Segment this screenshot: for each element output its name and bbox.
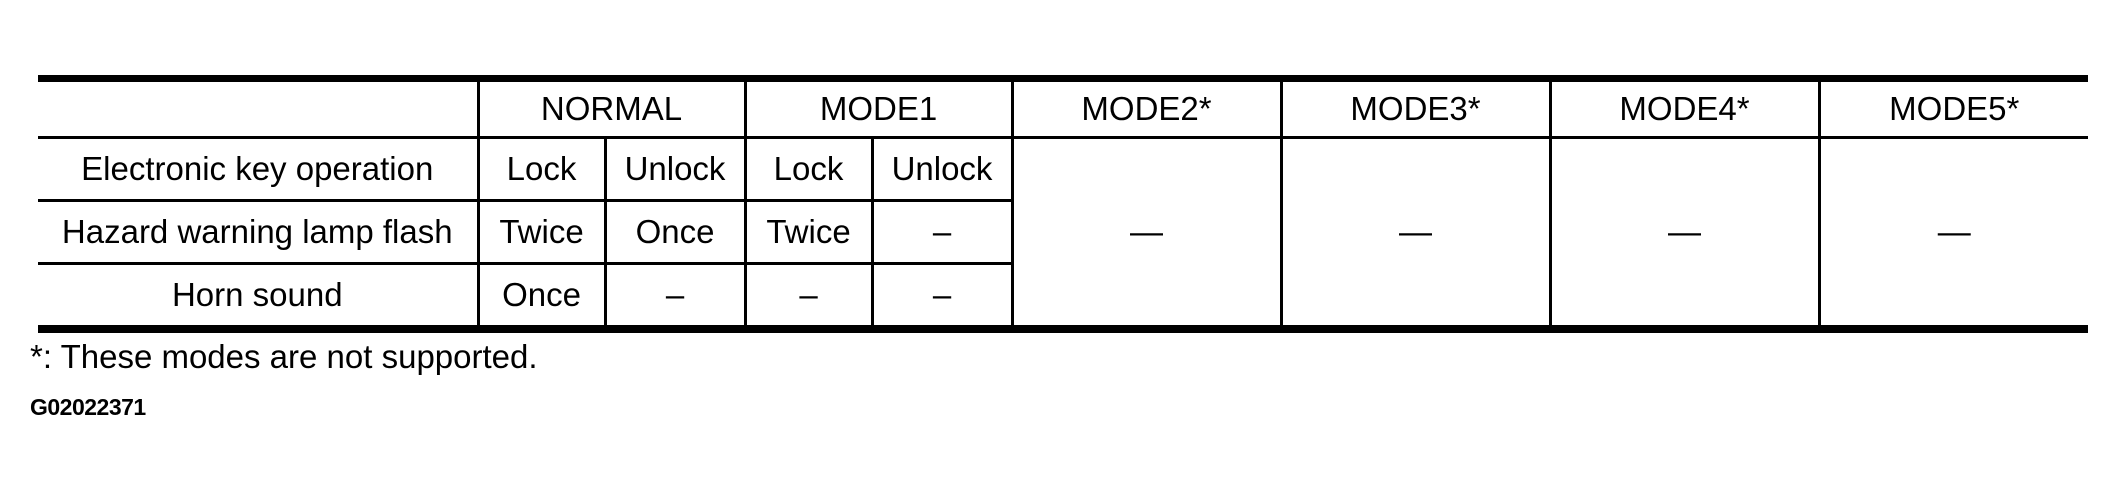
header-cell-mode5: MODE5* (1817, 77, 2089, 139)
table-header-row: NORMAL MODE1 MODE2* MODE3* MODE4* MODE5* (38, 77, 2089, 139)
corner-cell (38, 77, 480, 139)
value-cell-mode1-unlock: Unlock (870, 136, 1014, 202)
key-operation-mode-table: NORMAL MODE1 MODE2* MODE3* MODE4* MODE5*… (38, 75, 2089, 333)
header-cell-normal: NORMAL (476, 77, 747, 139)
merged-dash-cell-mode2: — (1010, 136, 1283, 331)
value-cell-mode1-lock: Twice (743, 199, 874, 265)
header-cell-mode4: MODE4* (1548, 77, 1821, 139)
merged-dash-cell-mode5: — (1817, 136, 2089, 331)
value-cell-normal-lock: Twice (476, 199, 607, 265)
figure-id-text: G02022371 (30, 394, 146, 420)
table-row-horn-sound: Horn sound Once – – – (38, 262, 2088, 331)
row-label-electronic-key-operation: Electronic key operation (38, 136, 480, 202)
header-cell-mode3: MODE3* (1279, 77, 1552, 139)
table-row-electronic-key-operation: Electronic key operation Lock Unlock Loc… (38, 136, 2089, 331)
value-cell-normal-unlock: Unlock (603, 136, 747, 202)
value-cell-mode1-unlock: – (870, 199, 1014, 265)
value-cell-normal-lock: Lock (476, 136, 607, 202)
header-cell-mode2: MODE2* (1010, 77, 1283, 139)
row-label-hazard-warning-lamp-flash: Hazard warning lamp flash (38, 199, 480, 265)
value-cell-mode1-lock: Lock (743, 136, 874, 202)
table-row-hazard-warning-lamp-flash: Hazard warning lamp flash Twice Once Twi… (38, 199, 2088, 265)
footnote-text: *: These modes are not supported. (30, 338, 538, 375)
value-cell-normal-lock: Once (476, 262, 607, 331)
value-cell-mode1-unlock: – (870, 262, 1014, 331)
merged-dash-cell-mode3: — (1279, 136, 1552, 331)
value-cell-normal-unlock: – (603, 262, 747, 331)
value-cell-mode1-lock: – (743, 262, 874, 331)
merged-dash-cell-mode4: — (1548, 136, 1821, 331)
row-label-horn-sound: Horn sound (38, 262, 480, 331)
header-cell-mode1: MODE1 (743, 77, 1014, 139)
value-cell-normal-unlock: Once (603, 199, 747, 265)
